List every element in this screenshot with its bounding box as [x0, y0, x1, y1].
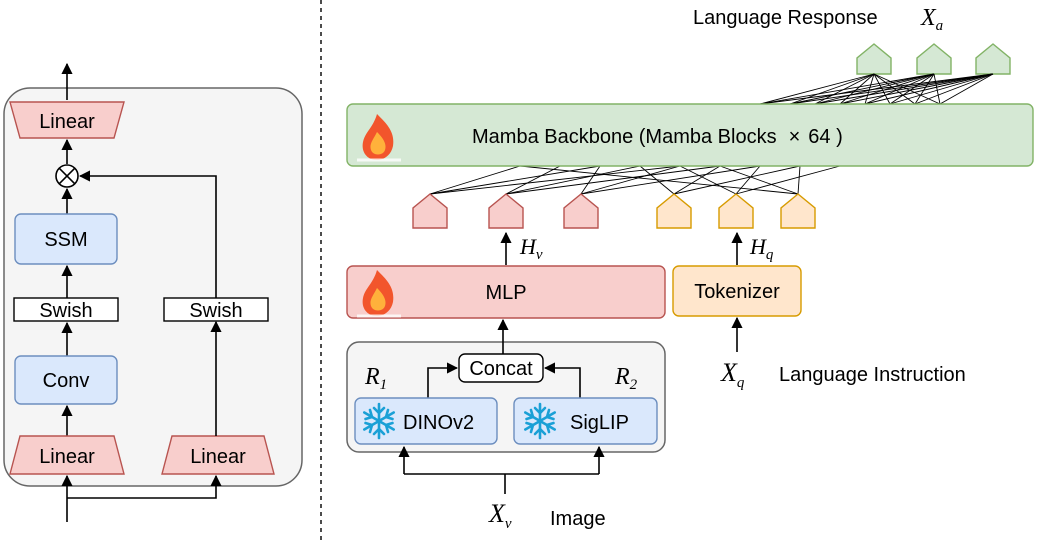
linear-bottom-left-block: Linear	[9, 435, 125, 475]
mamba-block-panel	[3, 87, 303, 487]
connection-line	[429, 165, 601, 195]
conv-label: Conv	[43, 370, 90, 392]
conv-block: Conv	[14, 355, 118, 405]
connection-line	[839, 73, 875, 105]
x-q-label: Xq	[720, 358, 745, 391]
backbone-label: Mamba Backbone (Mamba Blocks×64 )	[472, 126, 843, 148]
tokenizer-block: Tokenizer	[672, 265, 802, 317]
text-token	[656, 193, 692, 229]
connection-line	[719, 165, 799, 195]
connection-line	[933, 73, 941, 105]
tokenizer-label: Tokenizer	[694, 281, 780, 303]
output-tokens	[856, 43, 1011, 75]
connection-line	[814, 73, 994, 105]
swish-right-block: Swish	[163, 297, 269, 322]
connection-line	[580, 165, 761, 195]
connection-line	[864, 73, 994, 105]
swish-left-block: Swish	[13, 297, 119, 322]
text-tokens	[656, 193, 816, 229]
connection-line	[673, 165, 721, 195]
concat-label: Concat	[469, 358, 533, 380]
connection-line	[679, 165, 737, 195]
swish-left-label: Swish	[39, 300, 92, 322]
linear-top-label: Linear	[39, 111, 95, 133]
linear-top-block: Linear	[9, 101, 125, 139]
visual-token	[488, 193, 524, 229]
connection-line	[873, 73, 916, 105]
siglip-label: SigLIP	[570, 412, 629, 434]
connection-line	[814, 73, 935, 105]
dinov2-block: DINOv2	[354, 397, 498, 445]
connection-line	[519, 165, 799, 195]
connection-line	[939, 73, 994, 105]
visual-token	[563, 193, 599, 229]
connection-line	[429, 165, 681, 195]
connection-line	[864, 73, 875, 105]
connection-line	[759, 73, 875, 105]
connection-line	[789, 73, 994, 105]
connection-line	[580, 165, 601, 195]
h-q-label: Hq	[749, 234, 774, 263]
text-token	[718, 193, 754, 229]
visual-token	[412, 193, 448, 229]
gate-connector	[78, 170, 217, 298]
output-token	[856, 43, 892, 75]
visual-tokens	[412, 193, 599, 229]
connection-line	[873, 73, 941, 105]
h-v-label: Hv	[519, 234, 543, 263]
mamba-backbone-block: Mamba Backbone (Mamba Blocks×64 )	[346, 103, 1034, 167]
image-label: Image	[550, 508, 606, 530]
token-backbone-connections	[429, 165, 841, 195]
backbone-output-connections	[759, 73, 994, 105]
connection-line	[505, 165, 641, 195]
dinov2-label: DINOv2	[403, 412, 474, 434]
connection-line	[759, 73, 935, 105]
connection-line	[735, 165, 841, 195]
connection-line	[759, 73, 994, 105]
connection-line	[580, 165, 681, 195]
connection-line	[429, 165, 521, 195]
multiply-circle-icon	[55, 164, 79, 188]
language-instruction-label: Language Instruction	[779, 364, 966, 386]
linear-bottom-left-label: Linear	[39, 446, 95, 468]
mlp-block: MLP	[346, 265, 666, 319]
connection-line	[814, 73, 875, 105]
ssm-block: SSM	[14, 213, 118, 265]
connection-line	[789, 73, 875, 105]
connection-line	[505, 165, 721, 195]
linear-bottom-right-label: Linear	[190, 446, 246, 468]
ssm-label: SSM	[44, 229, 87, 251]
connection-line	[864, 73, 935, 105]
siglip-block: SigLIP	[513, 397, 658, 445]
connection-line	[673, 165, 801, 195]
x-v-label: Xv	[488, 499, 512, 532]
r2-label: R2	[614, 364, 638, 393]
language-response-label: Language Response	[693, 7, 878, 29]
text-token	[780, 193, 816, 229]
connection-line	[797, 165, 801, 195]
r1-label: R1	[364, 364, 387, 393]
connection-line	[505, 165, 561, 195]
connection-line	[889, 73, 994, 105]
connection-line	[839, 73, 935, 105]
connection-line	[789, 73, 935, 105]
mlp-label: MLP	[485, 282, 526, 304]
swish-right-label: Swish	[189, 300, 242, 322]
response-var: Xa	[920, 5, 943, 34]
connection-line	[735, 165, 761, 195]
connection-line	[839, 73, 994, 105]
connection-line	[914, 73, 935, 105]
concat-block: Concat	[458, 353, 544, 383]
output-token	[975, 43, 1011, 75]
connection-line	[873, 73, 891, 105]
connection-line	[889, 73, 935, 105]
output-token	[916, 43, 952, 75]
linear-bottom-right-block: Linear	[161, 435, 275, 475]
